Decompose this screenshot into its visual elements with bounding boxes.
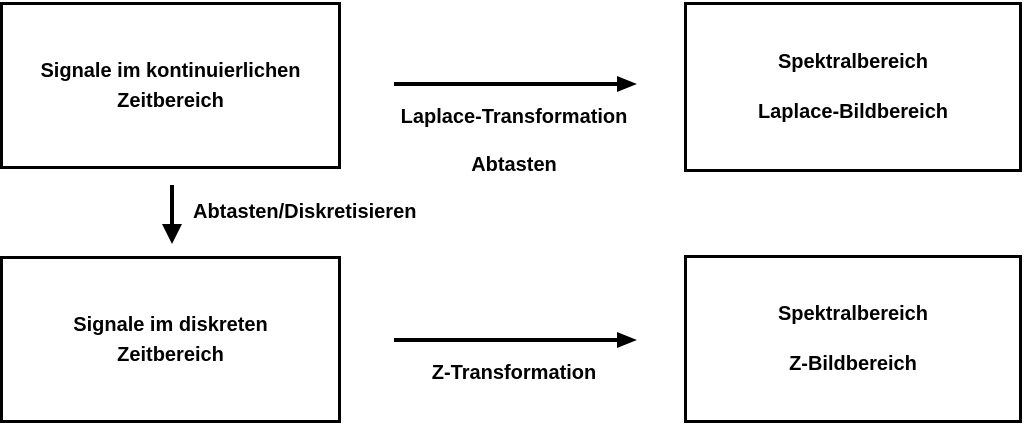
- arrow-shaft: [394, 82, 620, 86]
- box-z-spectral-domain: Spektralbereich Z-Bildbereich: [684, 255, 1022, 423]
- arrow-head-down-icon: [162, 224, 182, 244]
- arrow-head-right-icon: [617, 332, 637, 348]
- box-continuous-time-line-1: Signale im kontinuierlichen: [40, 59, 301, 82]
- box-laplace-spectral-domain: Spektralbereich Laplace-Bildbereich: [684, 2, 1022, 172]
- box-laplace-spectrum-line-2: Laplace-Bildbereich: [757, 101, 949, 123]
- label-z-transformation: Z-Transformation: [431, 362, 597, 384]
- box-z-spectrum-line-1: Spektralbereich: [777, 303, 929, 325]
- arrow-right-z-transformation: [394, 330, 637, 350]
- arrow-right-laplace-transformation: [394, 74, 637, 94]
- box-continuous-time-signals: Signale im kontinuierlichen Zeitbereich: [0, 2, 341, 169]
- label-abtasten-diskretisieren: Abtasten/Diskretisieren: [193, 201, 417, 223]
- label-abtasten: Abtasten: [471, 154, 557, 176]
- label-laplace-transformation: Laplace-Transformation: [400, 106, 628, 128]
- box-discrete-time-line-1: Signale im diskreten: [73, 313, 268, 336]
- box-laplace-spectrum-line-1: Spektralbereich: [777, 51, 929, 73]
- box-discrete-time-signals: Signale im diskreten Zeitbereich: [0, 256, 341, 423]
- arrow-shaft: [394, 338, 620, 342]
- arrow-head-right-icon: [617, 76, 637, 92]
- box-z-spectrum-line-2: Z-Bildbereich: [789, 353, 917, 375]
- arrow-shaft: [170, 185, 174, 227]
- box-continuous-time-line-2: Zeitbereich: [117, 89, 224, 112]
- box-discrete-time-line-2: Zeitbereich: [117, 343, 224, 366]
- arrow-down-sampling: [161, 185, 183, 244]
